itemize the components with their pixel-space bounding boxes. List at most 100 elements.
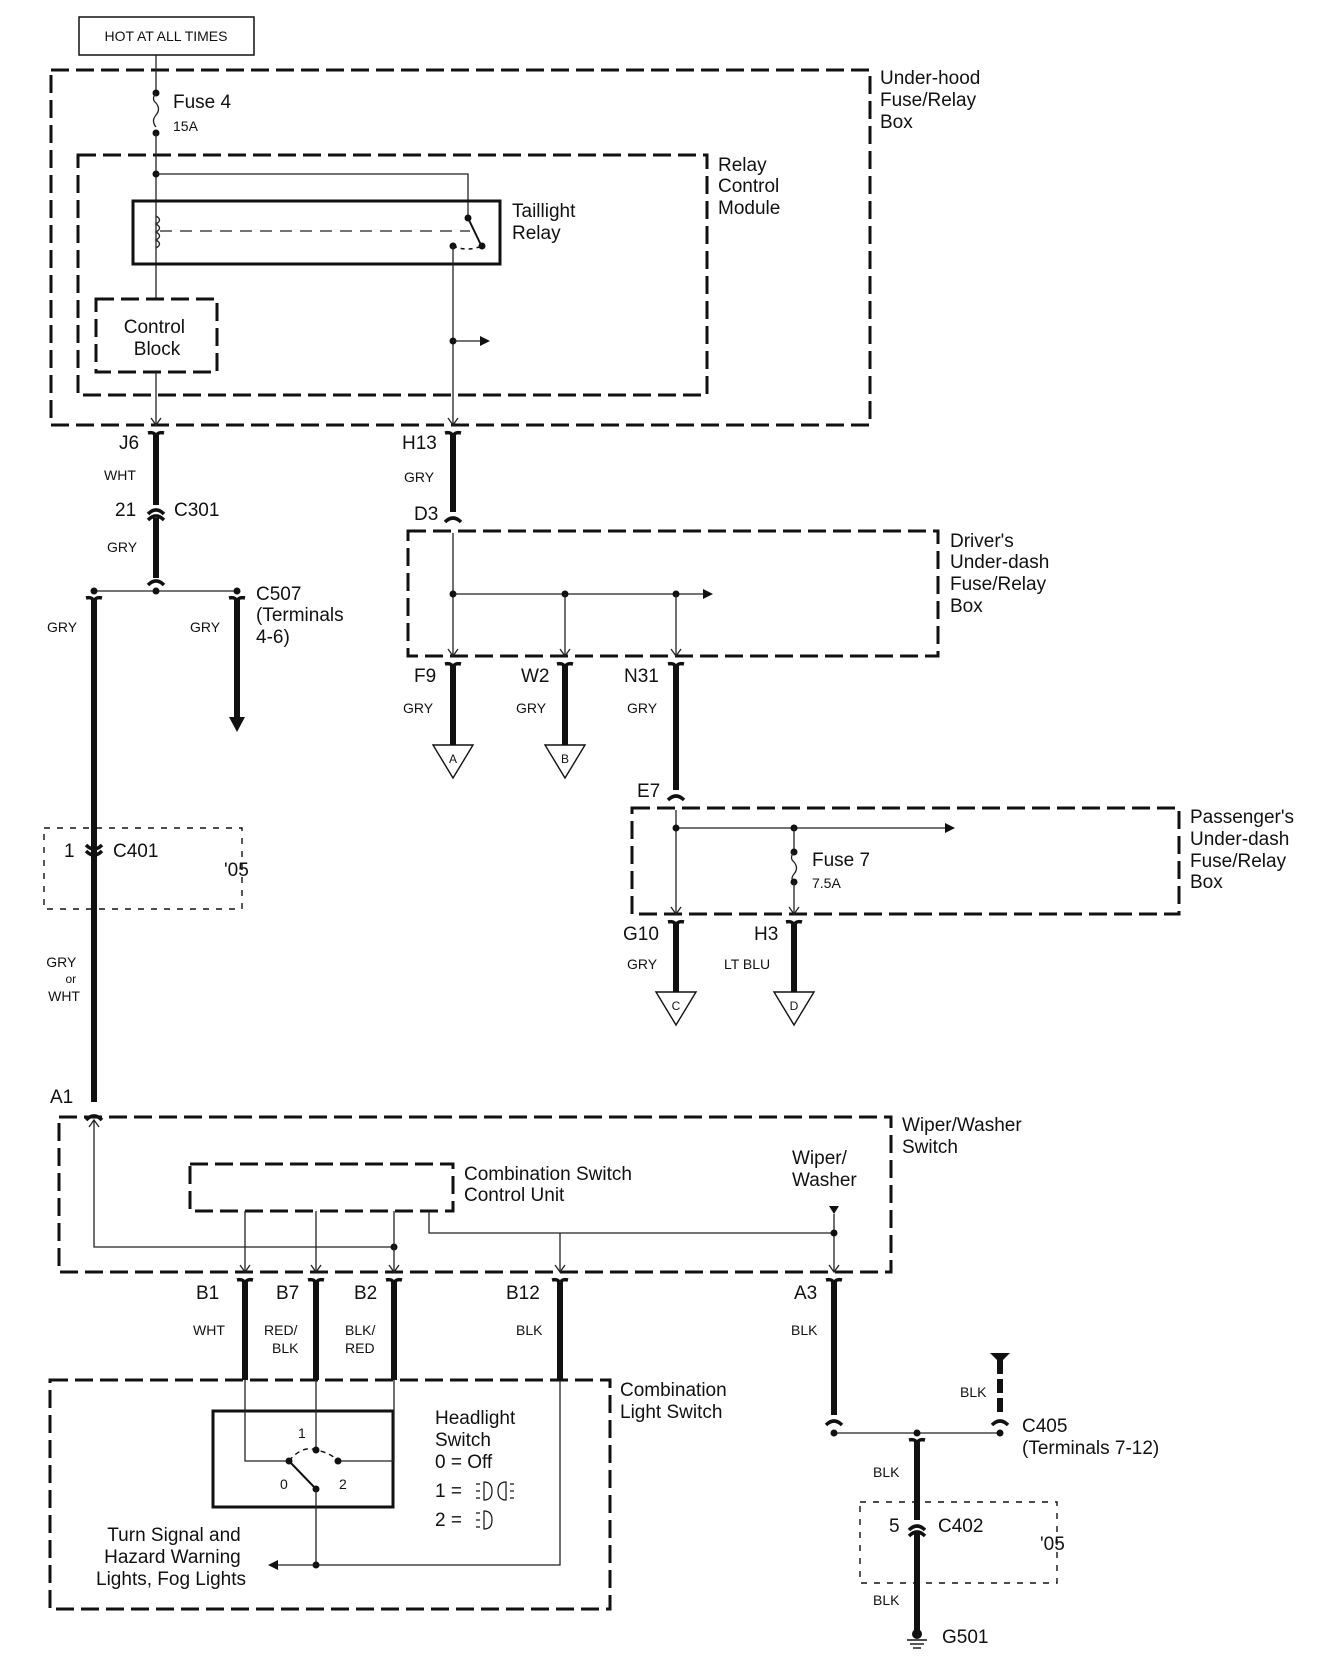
offpage-ref-d-label: D xyxy=(790,999,799,1013)
wire-color-g10: GRY xyxy=(627,956,658,972)
wire-color-h13: GRY xyxy=(404,469,435,485)
offpage-ref-d xyxy=(772,991,816,1027)
terminal-h3: H3 xyxy=(754,924,778,945)
terminal-h13: H13 xyxy=(402,433,437,454)
a1-internal-wire xyxy=(93,1120,394,1248)
wire-color-left-branch: GRY xyxy=(47,619,78,635)
drivers-box-label: Driver's Under-dash Fuse/Relay Box xyxy=(950,531,1055,617)
c402-name: C402 xyxy=(938,1516,983,1537)
offpage-ref-c-label: C xyxy=(672,999,681,1013)
c405-terminal-icon xyxy=(990,1353,1010,1363)
junction-dot xyxy=(830,1429,838,1437)
terminal-a1: A1 xyxy=(50,1087,73,1108)
ground-icon xyxy=(907,1629,927,1649)
terminal-b12: B12 xyxy=(506,1283,540,1304)
splice-connector-icon xyxy=(146,579,166,587)
wire-color-h3: LT BLU xyxy=(724,956,770,972)
terminal-e7: E7 xyxy=(637,781,660,802)
c401-name: C401 xyxy=(113,841,158,862)
switch-output-wire xyxy=(315,1380,561,1566)
terminal-d3: D3 xyxy=(414,504,438,525)
position-1-label: 1 xyxy=(298,1425,306,1441)
passengers-box-label: Passenger's Under-dash Fuse/Relay Box xyxy=(1190,807,1299,893)
wire-color-j6: WHT xyxy=(104,467,136,483)
arrow-icon xyxy=(150,417,162,427)
offpage-ref-c xyxy=(654,991,698,1027)
connector-icon xyxy=(990,1419,1010,1427)
wire-color-c402-below: BLK xyxy=(873,1592,900,1608)
b12-internal-wire xyxy=(428,1211,834,1234)
switch-travel-path xyxy=(288,1448,339,1462)
arrow-icon xyxy=(670,906,800,916)
junction-dot xyxy=(996,1429,1004,1437)
wiper-washer-terminal-icon xyxy=(829,1206,839,1214)
position-2-label: 2 xyxy=(339,1476,347,1492)
junction-dot xyxy=(672,824,680,832)
terminal-b2: B2 xyxy=(354,1283,377,1304)
wiper-washer-switch-box xyxy=(57,1115,893,1274)
wire-color-c301: GRY xyxy=(107,539,138,555)
passengers-under-dash-box xyxy=(630,806,1181,916)
fuse7-rating: 7.5A xyxy=(812,875,841,891)
wire-color-c402-above: BLK xyxy=(873,1464,900,1480)
wire-color-b12: BLK xyxy=(516,1322,543,1338)
wire-color-f9: GRY xyxy=(403,700,434,716)
taillight-relay xyxy=(131,199,502,266)
terminal-a3: A3 xyxy=(794,1283,817,1304)
junction-dot xyxy=(830,1229,838,1237)
continuation-arrow-icon xyxy=(945,823,955,833)
continuation-arrow-icon xyxy=(703,589,713,599)
wire-color-b1: WHT xyxy=(193,1322,225,1338)
parking-lights-icon xyxy=(476,1481,514,1501)
offpage-ref-a xyxy=(431,744,475,780)
terminal-b1: B1 xyxy=(196,1283,219,1304)
terminal-w2: W2 xyxy=(521,666,550,687)
relay-switch-arm xyxy=(467,217,482,246)
terminal-j6: J6 xyxy=(119,433,139,454)
c301-pin: 21 xyxy=(115,500,136,521)
headlight-switch-label: Headlight Switch 0 = Off 1 = 2 = xyxy=(435,1408,521,1531)
fuse7-icon xyxy=(790,851,798,883)
drivers-under-dash-box xyxy=(406,529,940,658)
hot-at-all-times-label: HOT AT ALL TIMES xyxy=(105,28,228,44)
control-block-label: Control Block xyxy=(124,317,191,360)
relay-control-module xyxy=(76,153,709,397)
junction-dot xyxy=(449,590,457,598)
c402-year-box xyxy=(859,1501,1058,1584)
wire-color-c507-branch: GRY xyxy=(190,619,221,635)
control-unit-label: Combination Switch Control Unit xyxy=(464,1164,637,1206)
terminal-n31: N31 xyxy=(624,666,659,687)
position-0-wire xyxy=(244,1380,289,1462)
junction-dot xyxy=(152,587,160,595)
e7-connector-icon xyxy=(666,794,686,802)
relay-contact xyxy=(478,242,486,250)
junction-dot xyxy=(233,587,241,595)
wire-color-b7: RED/ BLK xyxy=(264,1322,301,1356)
underhood-fuse-relay-box xyxy=(49,68,872,427)
c405-label: C405 (Terminals 7-12) xyxy=(1022,1416,1159,1459)
fuse7-name: Fuse 7 xyxy=(812,850,870,871)
junction-dot xyxy=(913,1429,921,1437)
relay-switch-path xyxy=(452,245,483,250)
terminal-g10: G10 xyxy=(623,924,659,945)
hot-at-all-times-box xyxy=(78,16,255,56)
taillight-relay-label: Taillight Relay xyxy=(512,201,581,244)
c301-connector-icon xyxy=(146,508,166,522)
junction-dot xyxy=(90,587,98,595)
position-0-label: 0 xyxy=(280,1476,288,1492)
c401-connector-icon xyxy=(84,843,104,857)
switch-arm xyxy=(288,1460,317,1490)
terminal-b7: B7 xyxy=(276,1283,299,1304)
c401-pin: 1 xyxy=(64,841,75,862)
c401-year-box xyxy=(43,827,243,910)
c401-year: '05 xyxy=(224,860,249,881)
continuation-arrow-icon xyxy=(480,336,490,346)
offpage-ref-a-label: A xyxy=(449,752,457,766)
wiper-washer-label: Wiper/ Washer xyxy=(792,1148,857,1191)
fuse4-rating: 15A xyxy=(173,118,199,134)
g501-label: G501 xyxy=(942,1627,988,1648)
wire-color-a3: BLK xyxy=(791,1322,818,1338)
combination-switch-control-unit xyxy=(188,1162,455,1213)
d3-connector-icon xyxy=(443,516,463,524)
